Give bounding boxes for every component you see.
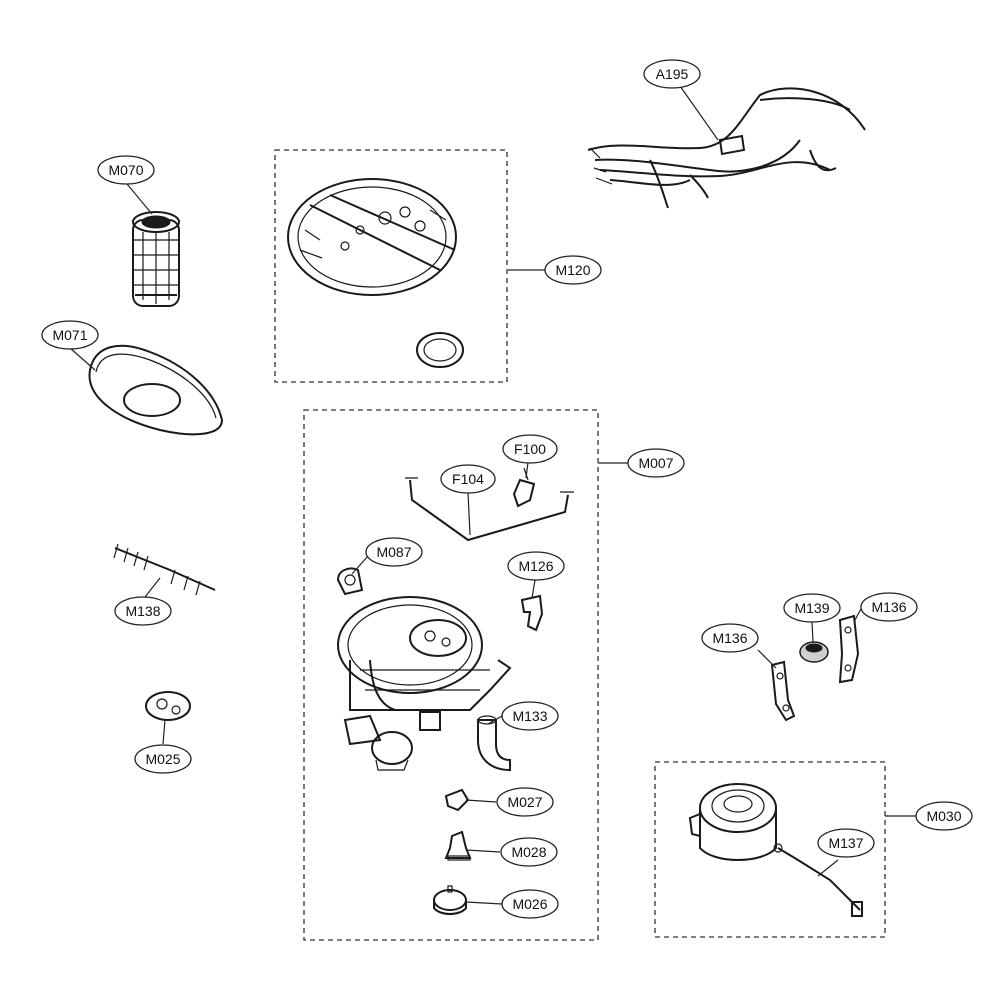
callout-f100: F100 [502,434,558,464]
callout-a195: A195 [643,59,701,89]
leader-m139 [811,621,814,643]
label-m087: M087 [376,544,411,560]
leader-m026 [465,901,503,905]
leader-m025 [162,719,166,745]
leader-m137 [817,859,839,877]
label-m028: M028 [511,844,546,860]
part-small-cap [444,788,470,812]
part-elbow [477,715,511,772]
callout-m007: M007 [627,448,685,478]
leader-m136a [757,649,777,669]
callout-f104: F104 [440,464,496,494]
callout-m137: M137 [817,828,875,858]
part-wire-lead [773,843,863,917]
callout-m087: M087 [365,537,423,567]
leader-m028 [465,849,501,853]
leader-f100 [525,461,529,479]
leader-a195 [679,85,719,141]
group-box-m007 [303,409,599,941]
part-bracket-left [770,660,796,722]
part-tube [405,477,574,542]
part-bracket-right [838,614,860,684]
part-clip [520,594,544,632]
part-hose [113,543,216,596]
leader-m133 [487,715,503,725]
part-spray-arm [287,178,464,368]
leader-f104 [467,491,471,536]
group-box-m030 [654,761,886,938]
label-f100: F100 [514,441,546,457]
label-m026: M026 [512,896,547,912]
callout-m136-right: M136 [860,592,918,622]
label-m030: M030 [926,808,961,824]
label-m027: M027 [507,794,542,810]
part-grommet [799,641,829,663]
group-box-m120 [274,149,508,383]
callout-m070: M070 [97,155,155,185]
part-sensor [444,830,472,861]
callout-m139: M139 [783,593,841,623]
label-m139: M139 [794,600,829,616]
leader-m070 [126,183,153,215]
label-m133: M133 [512,708,547,724]
callout-m138: M138 [114,596,172,626]
callout-m126: M126 [507,551,565,581]
label-m136-left: M136 [712,630,747,646]
callout-m030: M030 [915,801,973,831]
callout-m071: M071 [41,320,99,350]
label-m126: M126 [518,558,553,574]
label-m120: M120 [555,262,590,278]
leader-m087 [351,555,369,575]
label-m007: M007 [638,455,673,471]
leader-m071 [69,347,96,371]
part-pump-cap [433,885,467,915]
callout-m028: M028 [500,837,558,867]
label-a195: A195 [656,66,689,82]
label-m137: M137 [828,835,863,851]
part-fitting [512,467,536,508]
callout-m120: M120 [544,255,602,285]
part-sump-assembly [337,596,512,771]
part-filter-cylinder [132,211,180,307]
part-small-disc [145,691,191,721]
part-small-bracket [336,567,364,596]
leader-m138 [144,577,161,598]
label-m071: M071 [52,327,87,343]
label-f104: F104 [452,471,484,487]
callout-m026: M026 [501,889,559,919]
label-m070: M070 [108,162,143,178]
label-m136-right: M136 [871,599,906,615]
callout-m136-left: M136 [701,623,759,653]
label-m025: M025 [145,751,180,767]
label-m138: M138 [125,603,160,619]
leader-m126 [531,579,536,599]
callout-m025: M025 [134,744,192,774]
part-pump-motor [688,783,777,861]
callout-m133: M133 [501,701,559,731]
leader-m027 [465,799,497,803]
part-wire-harness [587,87,866,209]
callout-m027: M027 [496,787,554,817]
part-flat-filter [88,344,224,436]
